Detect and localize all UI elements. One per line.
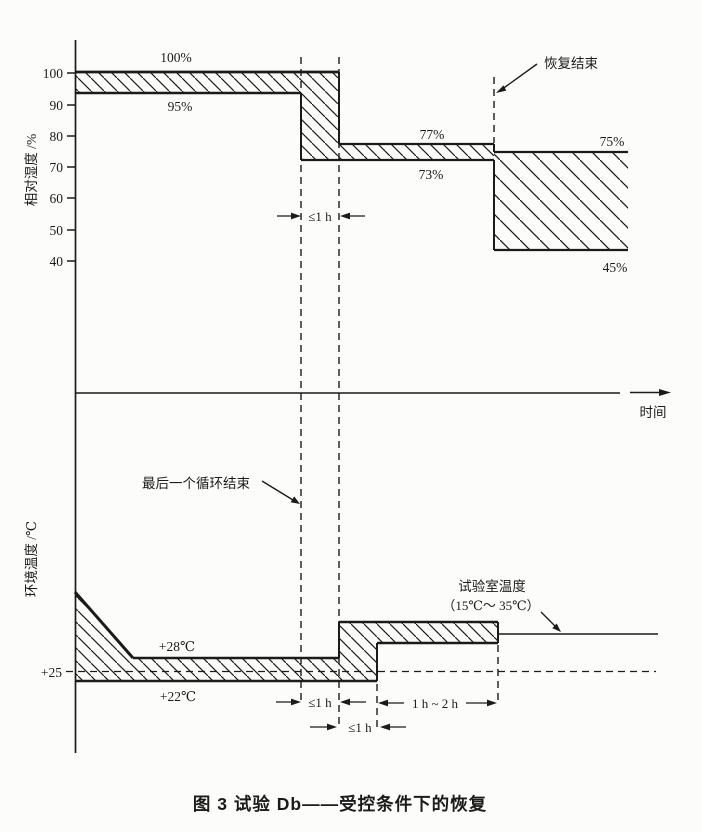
temp-dim-c-label: 1 h ~ 2 h bbox=[412, 696, 459, 711]
label-95pct: 95% bbox=[168, 99, 193, 114]
humidity-dim-arrow-right bbox=[291, 212, 301, 220]
temp-dim-a-arrow-left bbox=[340, 698, 350, 706]
label-45pct: 45% bbox=[603, 260, 628, 275]
label-plus28: +28℃ bbox=[159, 639, 195, 654]
label-77pct: 77% bbox=[420, 127, 445, 142]
humidity-band-region bbox=[75, 72, 494, 160]
temp-dim-c-arrow-right bbox=[487, 699, 497, 707]
humidity-tick-90: 90 bbox=[50, 98, 64, 113]
humidity-tick-60: 60 bbox=[50, 191, 64, 206]
humidity-tick-100: 100 bbox=[43, 66, 64, 81]
humidity-recovery-band-region bbox=[494, 152, 628, 250]
time-axis-arrowhead bbox=[659, 389, 671, 396]
room-temp-arrow-line bbox=[540, 611, 557, 628]
humidity-tick-50: 50 bbox=[50, 223, 64, 238]
label-75pct: 75% bbox=[600, 134, 625, 149]
humidity-tick-70: 70 bbox=[50, 160, 64, 175]
temp-dim-b-label: ≤1 h bbox=[348, 720, 372, 735]
temp-dim-c-arrow-left bbox=[378, 699, 388, 707]
label-100pct: 100% bbox=[160, 50, 192, 65]
last-cycle-end-arrowhead bbox=[290, 496, 300, 504]
temp-dim-b-arrow-right bbox=[327, 723, 337, 731]
humidity-tick-40: 40 bbox=[50, 254, 64, 269]
label-73pct: 73% bbox=[419, 167, 444, 182]
humidity-dim-label: ≤1 h bbox=[308, 209, 332, 224]
recovery-end-arrowhead bbox=[496, 85, 507, 93]
dashed-guides bbox=[300, 57, 499, 728]
figure-caption: 图 3 试验 Db——受控条件下的恢复 bbox=[193, 794, 487, 814]
room-temp-arrowhead bbox=[552, 623, 561, 632]
last-cycle-end-label: 最后一个循环结束 bbox=[142, 476, 250, 491]
temp-dim-a-arrow-right bbox=[291, 698, 301, 706]
temperature-band-region bbox=[75, 592, 498, 681]
humidity-axis-ticks bbox=[67, 72, 75, 262]
label-plus22: +22℃ bbox=[160, 689, 196, 704]
room-temp-label-line2: （15℃～ 35℃） bbox=[442, 598, 539, 613]
humidity-axis-label: 相对湿度 /% bbox=[24, 134, 39, 206]
time-axis-label: 时间 bbox=[640, 405, 667, 420]
plus25-tick-label: +25 bbox=[41, 665, 62, 680]
humidity-tick-80: 80 bbox=[50, 129, 64, 144]
room-temp-label-line1: 试验室温度 bbox=[458, 578, 526, 594]
temp-initial-slope bbox=[73, 591, 135, 659]
last-cycle-end-arrow-line bbox=[261, 480, 294, 501]
temp-dim-a-label: ≤1 h bbox=[308, 695, 332, 710]
temp-dim-b-arrow-left bbox=[380, 723, 390, 731]
temperature-chart: +25 环境温度 /℃ +28℃ +22℃ 试验室温度 （15℃～ 35℃） 最… bbox=[24, 476, 658, 735]
recovery-end-label: 恢复结束 bbox=[544, 55, 598, 71]
time-axis: 时间 bbox=[75, 389, 671, 420]
recovery-end-arrow-line bbox=[500, 63, 538, 91]
temperature-axis-label: 环境温度 /℃ bbox=[24, 521, 39, 597]
humidity-dim-arrow-left bbox=[340, 212, 350, 220]
